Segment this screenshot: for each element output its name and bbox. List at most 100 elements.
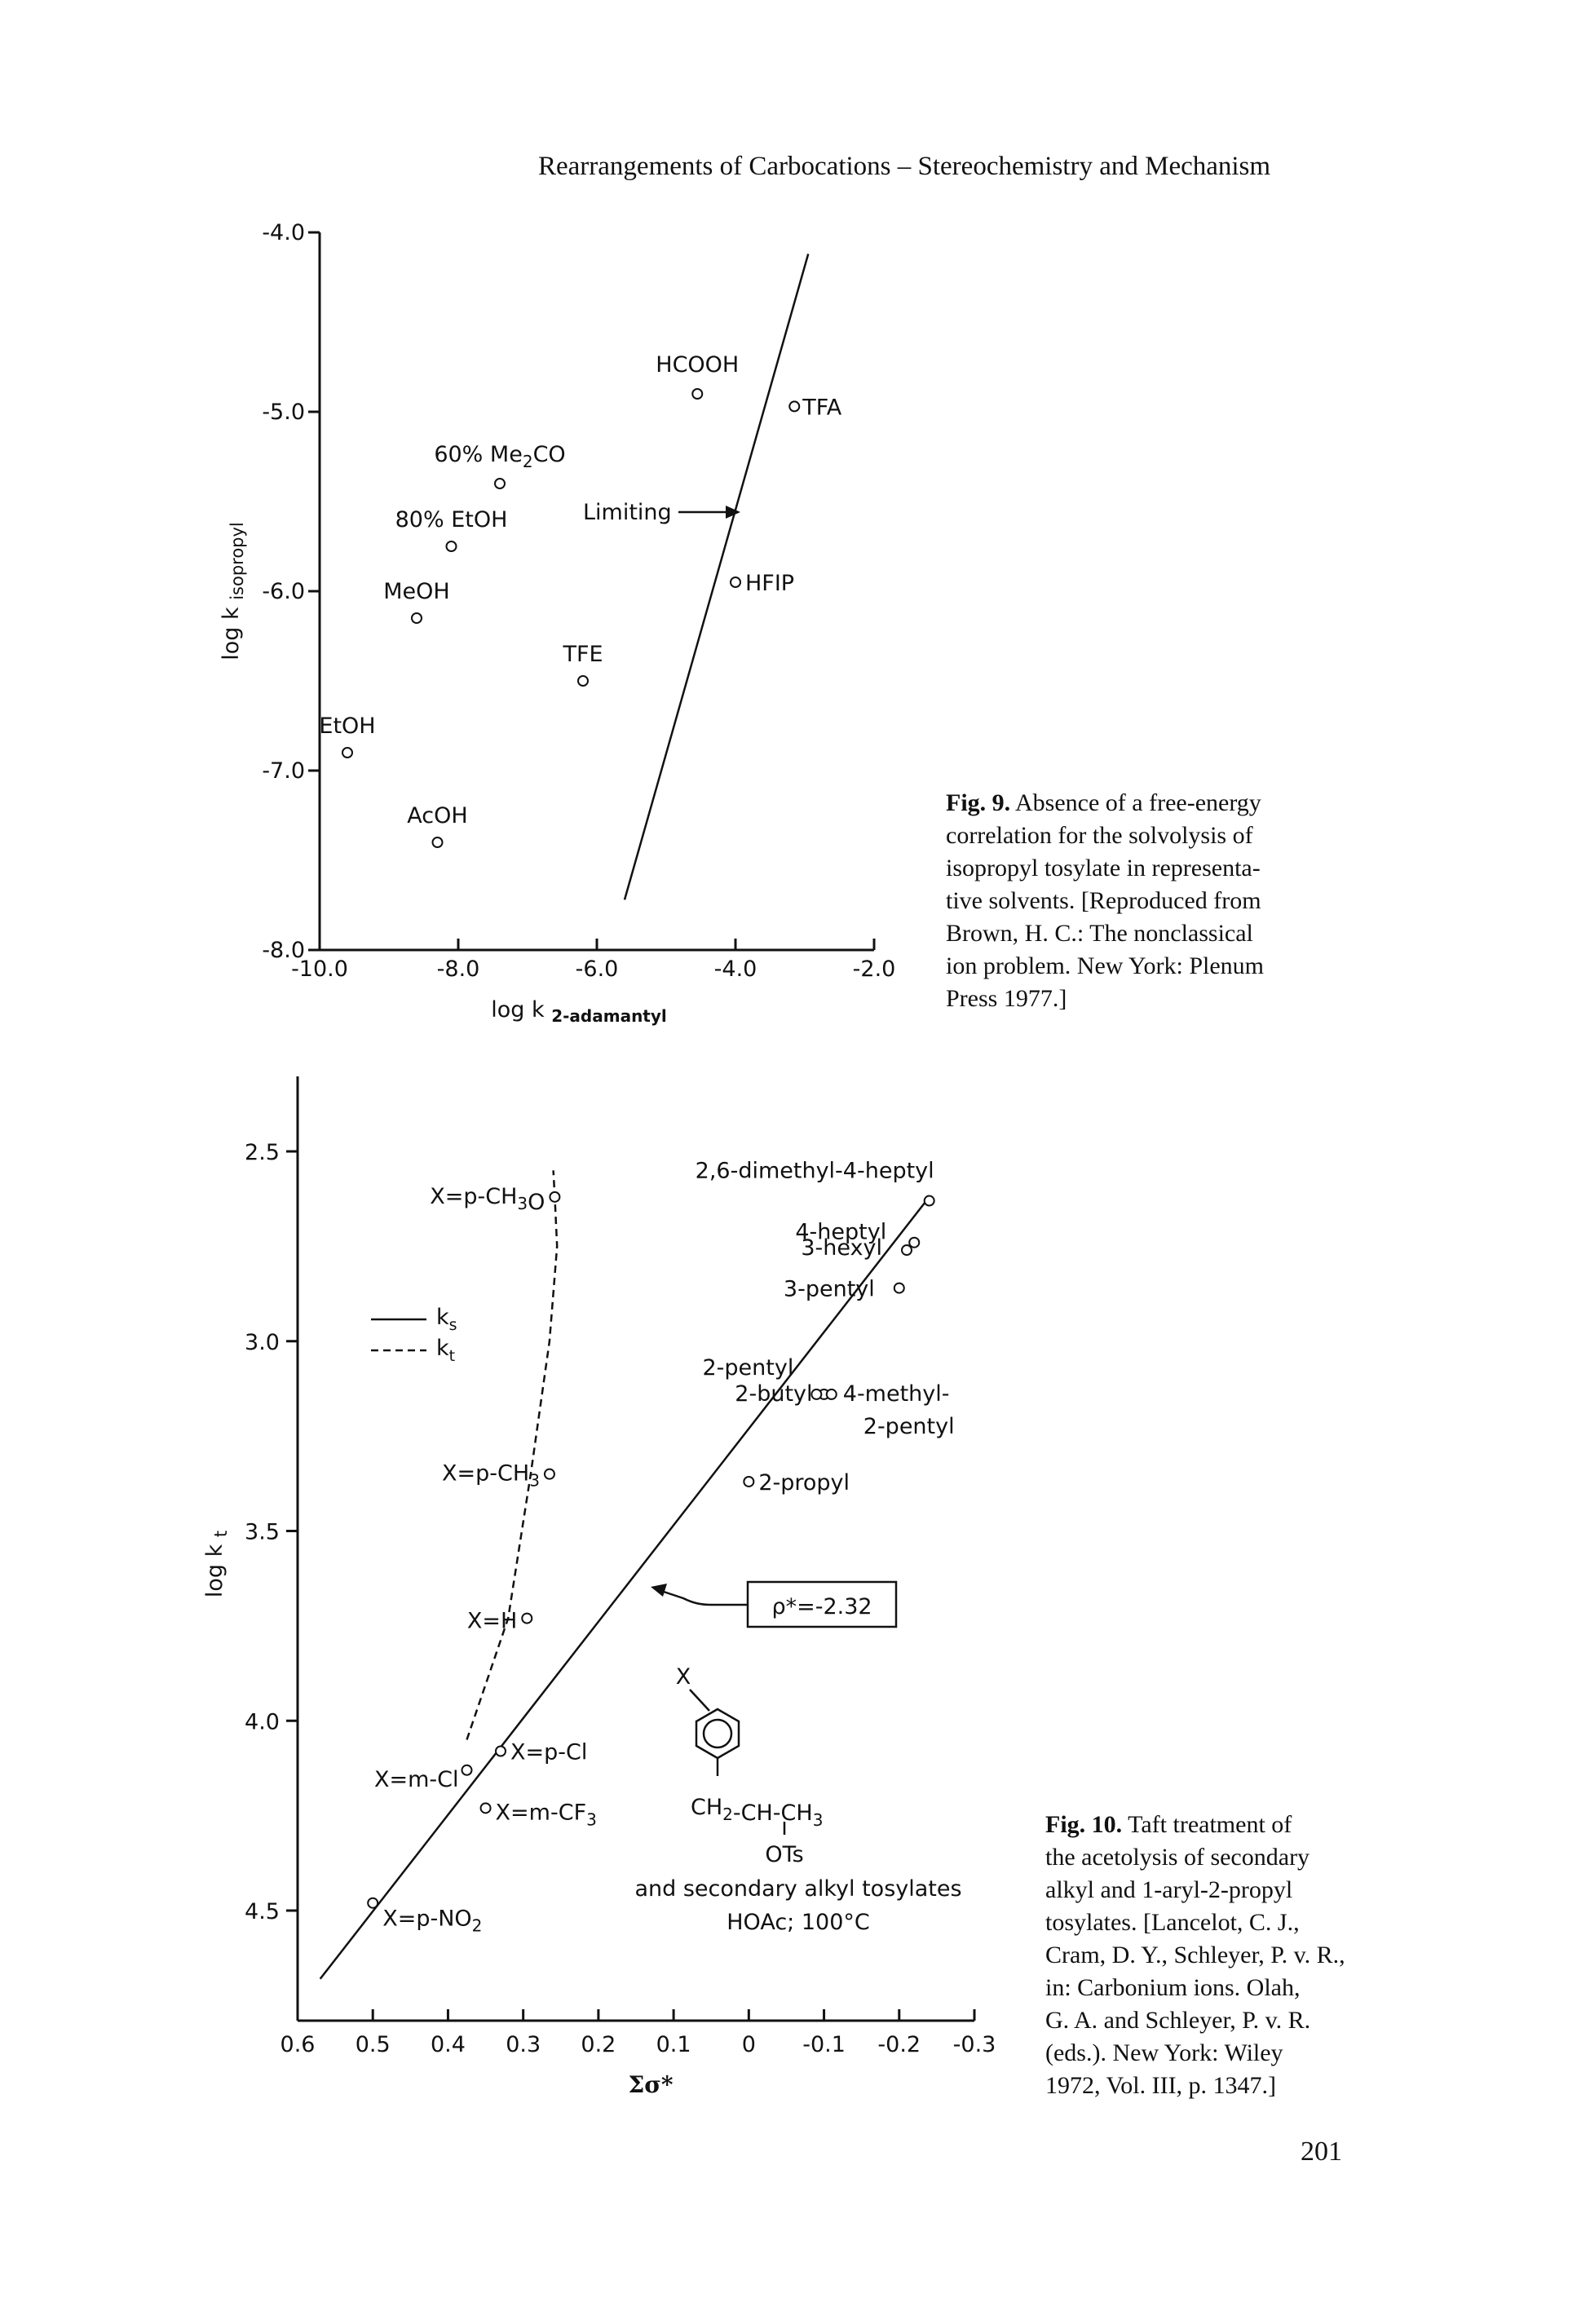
- fig9-limiting-line: [623, 254, 810, 900]
- fig10-y-axis-title: log k t: [202, 1531, 231, 1597]
- caption-line: Cram, D. Y., Schleyer, P. v. R.,: [1045, 1939, 1345, 1972]
- running-head: Rearrangements of Carbocations – Stereoc…: [538, 152, 1271, 181]
- fig10-x-tick-label: 0: [742, 2032, 756, 2057]
- fig10-point-label: 3-pentyl: [784, 1277, 875, 1302]
- caption-text: (eds.). New York: Wiley: [1045, 2039, 1283, 2066]
- fig10-x-tick-label: 0.3: [506, 2032, 541, 2057]
- caption-line: tosylates. [Lancelot, C. J.,: [1045, 1906, 1345, 1939]
- fig10-data-point: [495, 1745, 506, 1757]
- caption-text: 1972, Vol. III, p. 1347.]: [1045, 2072, 1277, 2099]
- fig10-point-label: X=p-CH3: [442, 1461, 540, 1491]
- fig10-structure-ots: OTs: [765, 1842, 803, 1867]
- caption-text: G. A. and Schleyer, P. v. R.: [1045, 2007, 1311, 2034]
- fig10-data-point: [901, 1244, 912, 1257]
- caption-text: ion problem. New York: Plenum: [946, 952, 1264, 979]
- fig10-x-tick-label: 0.6: [280, 2032, 316, 2057]
- fig10-y-tick-label: 2.5: [245, 1140, 280, 1165]
- fig10-data-point: [923, 1195, 935, 1207]
- caption-text: Press 1977.]: [946, 985, 1067, 1012]
- fig10-point-label: 3-hexyl: [801, 1235, 882, 1261]
- fig10-y-tick-label: 4.5: [245, 1899, 280, 1924]
- caption-text: alkyl and 1-aryl-2-propyl: [1045, 1876, 1293, 1903]
- fig10-structure-bond: [689, 1689, 710, 1712]
- caption-line: (eds.). New York: Wiley: [1045, 2037, 1345, 2070]
- fig10-point-label: 2,6-dimethyl-4-heptyl: [696, 1159, 934, 1184]
- fig10-legend-label: kt: [436, 1336, 455, 1365]
- fig10-structure-note: and secondary alkyl tosylates: [634, 1876, 961, 1902]
- fig10-data-point: [893, 1282, 905, 1294]
- fig9-caption: Fig. 9. Absence of a free-energy correlat…: [946, 787, 1264, 1015]
- fig10-x-tick-label: 0.5: [356, 2032, 391, 2057]
- fig10-x-tick-label: 0.2: [581, 2032, 616, 2057]
- fig9-point-label: TFA: [802, 395, 842, 420]
- fig10-point-label: 2-butyl: [735, 1381, 812, 1407]
- fig10-data-point: [908, 1236, 921, 1248]
- fig10-data-point: [521, 1612, 533, 1624]
- fig10-data-point: [825, 1388, 837, 1400]
- fig10-x-tick-label: -0.3: [953, 2032, 996, 2057]
- fig9-y-tick-label: -4.0: [262, 220, 305, 245]
- fig9-x-tick-label: -8.0: [437, 957, 480, 982]
- fig9-x-tick-label: -4.0: [714, 957, 757, 982]
- page-number: 201: [1301, 2136, 1342, 2167]
- caption-figure-label: Fig. 9.: [946, 789, 1011, 816]
- fig10-legend-label: ks: [436, 1305, 457, 1334]
- caption-text: tive solvents. [Reproduced from: [946, 887, 1261, 914]
- fig10-rho-arrow-head: [651, 1584, 667, 1597]
- fig9-data-point: [577, 675, 589, 687]
- fig10-data-point: [479, 1802, 492, 1814]
- fig10-structure-conditions: HOAc; 100°C: [727, 1910, 870, 1935]
- caption-text: Brown, H. C.: The nonclassical: [946, 920, 1253, 947]
- caption-figure-label: Fig. 10.: [1045, 1811, 1123, 1838]
- fig9-y-tick-label: -7.0: [262, 758, 305, 784]
- fig9-limiting-arrow-head: [726, 506, 740, 519]
- fig9-x-tick-label: -10.0: [291, 957, 348, 982]
- fig10-point-label: X=p-NO2: [382, 1906, 482, 1936]
- fig10-structure-substituent: X: [676, 1664, 691, 1690]
- caption-text: Cram, D. Y., Schleyer, P. v. R.,: [1045, 1942, 1345, 1968]
- caption-line: the acetolysis of secondary: [1045, 1841, 1345, 1874]
- fig9-point-label: AcOH: [407, 803, 467, 828]
- caption-text: tosylates. [Lancelot, C. J.,: [1045, 1909, 1300, 1936]
- fig9-x-axis-title: log k 2-adamantyl: [491, 997, 667, 1026]
- caption-line: G. A. and Schleyer, P. v. R.: [1045, 2004, 1345, 2037]
- fig9-limiting-annotation: Limiting: [583, 500, 672, 525]
- fig9-point-label: EtOH: [319, 714, 375, 739]
- caption-line: Fig. 10. Taft treatment of: [1045, 1809, 1345, 1841]
- caption-text: isopropyl tosylate in representa-: [946, 855, 1261, 881]
- fig10-point-label: X=m-Cl: [374, 1767, 459, 1792]
- caption-line: Brown, H. C.: The nonclassical: [946, 917, 1264, 950]
- fig10-data-point: [743, 1475, 755, 1487]
- fig9-point-label: HCOOH: [656, 352, 739, 378]
- fig10-data-point: [543, 1468, 555, 1480]
- fig9-data-point: [445, 541, 457, 552]
- fig9-data-point: [342, 747, 353, 758]
- caption-line: ion problem. New York: Plenum: [946, 950, 1264, 983]
- fig9-y-tick-label: -8.0: [262, 938, 305, 963]
- caption-text: correlation for the solvolysis of: [946, 822, 1253, 849]
- fig10-rho-arrow-shaft: [658, 1588, 748, 1606]
- caption-text: Absence of a free-energy: [1010, 789, 1261, 816]
- fig10-point-label: 2-pentyl: [702, 1355, 793, 1381]
- fig10-data-point: [549, 1191, 561, 1203]
- fig9-data-point: [494, 478, 506, 489]
- fig10-point-label: 4-heptyl: [795, 1220, 886, 1245]
- fig10-x-tick-label: 0.4: [431, 2032, 466, 2057]
- fig10-data-point: [367, 1897, 379, 1909]
- fig9-data-point: [730, 577, 741, 588]
- fig10-x-tick-label: -0.1: [802, 2032, 846, 2057]
- fig9-x-tick-label: -6.0: [576, 957, 619, 982]
- fig10-x-axis-title: Σσ*: [628, 2071, 673, 2098]
- caption-line: 1972, Vol. III, p. 1347.]: [1045, 2070, 1345, 2102]
- fig10-data-point: [810, 1388, 823, 1400]
- fig10-y-tick-label: 3.0: [245, 1330, 280, 1355]
- fig9-y-tick-label: -5.0: [262, 400, 305, 425]
- caption-line: alkyl and 1-aryl-2-propyl: [1045, 1874, 1345, 1906]
- caption-text: Taft treatment of: [1122, 1811, 1292, 1838]
- fig10-series-kt-curve: [466, 1170, 559, 1740]
- fig10-x-tick-label: 0.1: [656, 2032, 691, 2057]
- fig10-point-label: X=H: [467, 1609, 517, 1634]
- fig10-y-tick-label: 3.5: [245, 1520, 280, 1545]
